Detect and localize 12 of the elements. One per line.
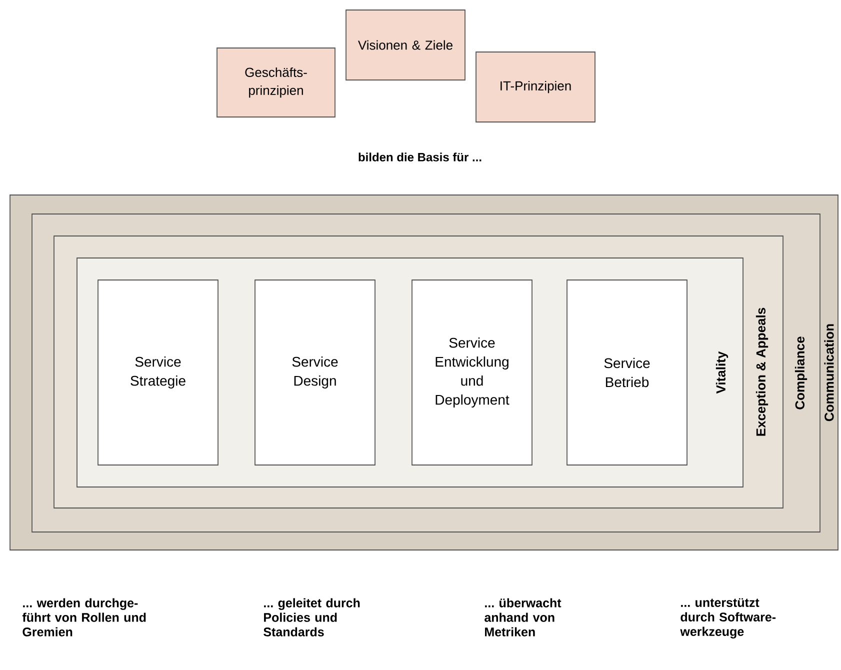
principle-box: Visionen & Ziele bbox=[346, 10, 466, 80]
note-text: ... werden durchge- führt von Rollen und Gremien bbox=[22, 598, 146, 636]
service-box: Service Design bbox=[254, 280, 376, 466]
service-box: Service Entwicklung und Deployment bbox=[412, 280, 532, 466]
note-text: ... geleitet durch Policies und Standards bbox=[264, 598, 360, 636]
caption-text: bilden die Basis für ... bbox=[358, 152, 482, 162]
note-text: ... unterstützt durch Software- werkzeuge bbox=[680, 598, 776, 639]
note-text: ... überwacht anhand von Metriken bbox=[484, 598, 562, 636]
service-box: Service Betrieb bbox=[566, 280, 688, 466]
principle-box: IT-Prinzipien bbox=[476, 52, 596, 122]
principle-box: Geschäfts- prinzipien bbox=[216, 48, 336, 118]
service-box: Service Strategie bbox=[98, 280, 218, 466]
